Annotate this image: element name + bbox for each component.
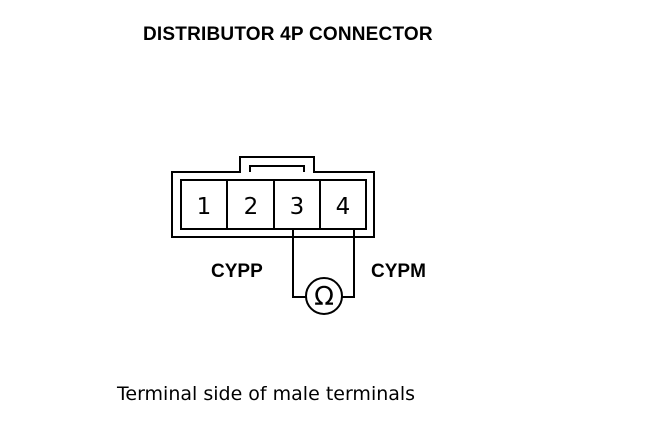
diagram-title: DISTRIBUTOR 4P CONNECTOR	[143, 24, 433, 45]
wire-label-cypm: CYPM	[371, 261, 426, 282]
meter-wiring	[292, 229, 355, 298]
diagram-caption: Terminal side of male terminals	[117, 383, 416, 405]
pin-3: 3	[290, 194, 305, 220]
pin-2: 2	[244, 194, 259, 220]
pin-1: 1	[197, 194, 212, 220]
ohm-symbol: Ω	[314, 282, 334, 312]
pin-4: 4	[336, 194, 351, 220]
connector-housing	[171, 156, 375, 238]
ohmmeter-icon: Ω	[305, 277, 343, 315]
wire-label-cypp: CYPP	[211, 261, 263, 282]
